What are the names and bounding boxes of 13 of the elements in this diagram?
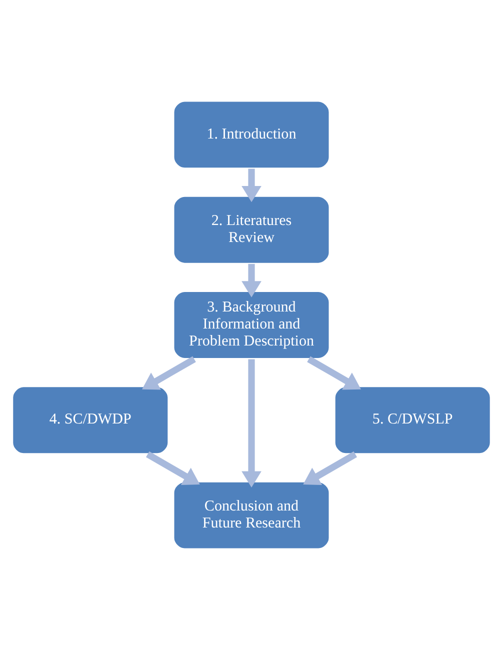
arrow — [242, 168, 262, 202]
arrow — [146, 450, 200, 484]
node-box: 1. Introduction — [172, 99, 331, 170]
arrow — [242, 263, 262, 297]
arrow — [242, 358, 262, 487]
arrow — [303, 450, 357, 484]
node-box: 2. Literatures Review — [172, 194, 331, 264]
arrow — [307, 356, 361, 390]
node-box: Conclusion and Future Research — [172, 480, 331, 550]
node-box: 3. Background Information and Problem Description — [172, 290, 331, 360]
arrow — [142, 356, 196, 390]
node-box: 4. SC/DWDP — [11, 384, 170, 455]
node-box: 5. C/DWSLP — [333, 384, 492, 455]
